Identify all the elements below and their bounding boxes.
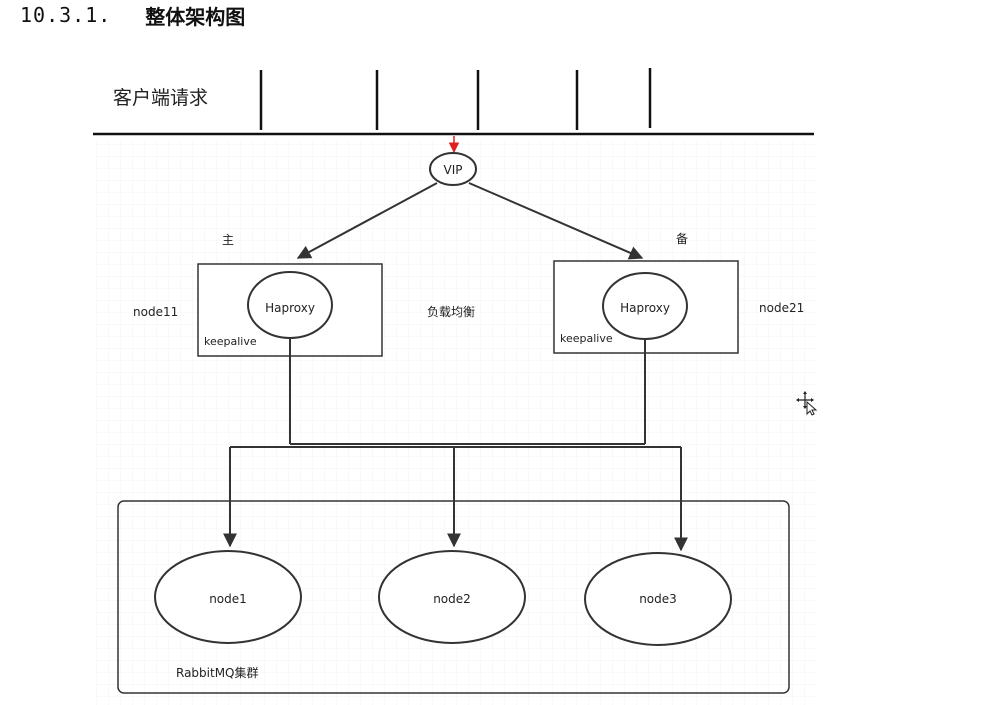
node2-ellipse — [378, 550, 526, 644]
move-cursor-icon — [796, 391, 818, 416]
section-heading: 10.3.1. 整体架构图 — [20, 0, 245, 30]
node2-label: node2 — [433, 592, 471, 606]
node11-haproxy-label: Haproxy — [265, 301, 315, 315]
section-title: 整体架构图 — [145, 4, 246, 29]
node21-keepalive-label: keepalive — [560, 332, 613, 345]
node3-label: node3 — [639, 592, 677, 606]
primary-label: 主 — [222, 233, 234, 247]
rabbitmq-cluster-label: RabbitMQ集群 — [176, 665, 259, 680]
node21-haproxy-label: Haproxy — [620, 301, 670, 315]
client-request-label: 客户端请求 — [113, 87, 208, 109]
vip-to-primary-arrow — [296, 182, 438, 259]
node11-keepalive-label: keepalive — [204, 335, 257, 348]
node1-label: node1 — [209, 592, 247, 606]
vip-to-backup-arrow — [468, 182, 644, 260]
node3-ellipse — [584, 552, 732, 646]
vip-node — [429, 152, 477, 186]
node11-label: node11 — [133, 305, 178, 319]
section-number: 10.3.1. — [20, 3, 112, 27]
load-balance-label: 负载均衡 — [427, 305, 475, 319]
node21-label: node21 — [759, 301, 804, 315]
backup-label: 备 — [676, 232, 688, 246]
node1-ellipse — [154, 550, 302, 644]
vip-label: VIP — [444, 163, 463, 177]
